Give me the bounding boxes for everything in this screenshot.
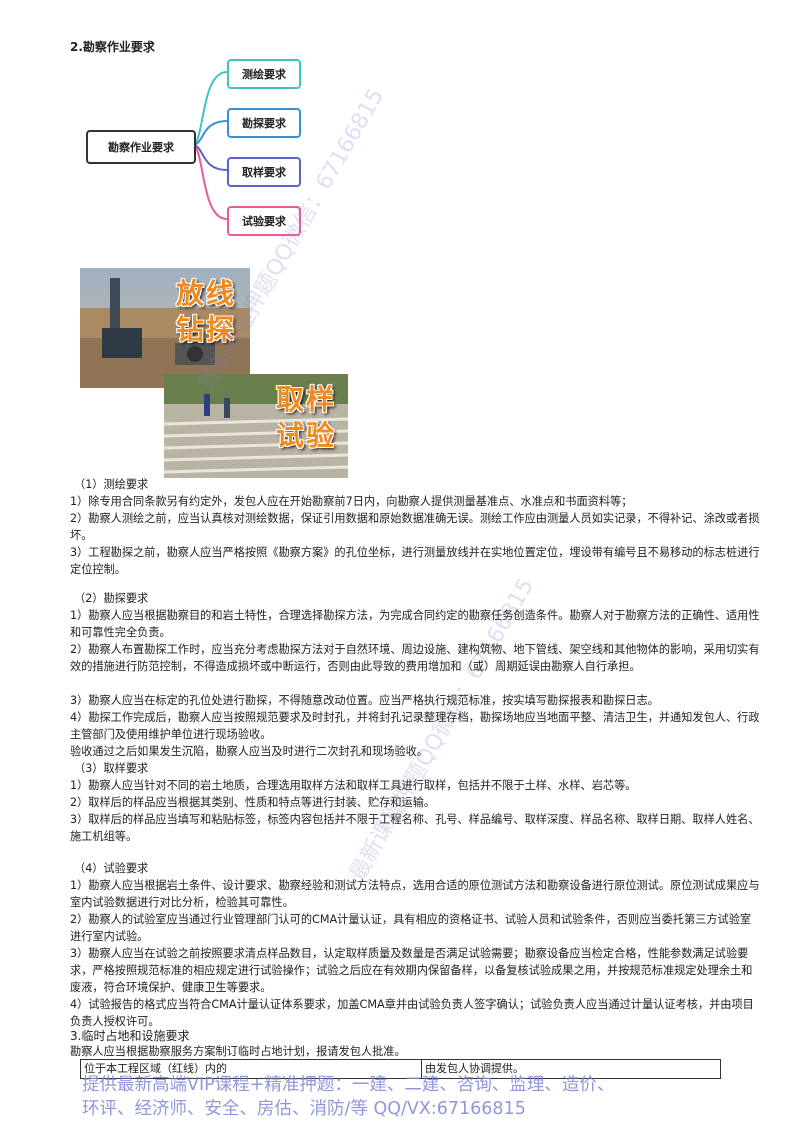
photo-drilling: 放线 钻探 (80, 268, 250, 388)
photo-drilling-text-2: 钻探 (176, 313, 237, 346)
mindmap-node-explore: 勘探要求 (227, 108, 301, 138)
photo-sampling-text-2: 试验 (276, 419, 337, 452)
survey-item-2: 2）勘察人测绘之前，应当认真核对测绘数据，保证引用数据和原始数据准确无误。测绘工… (70, 512, 760, 542)
photo-drilling-text-1: 放线 (176, 277, 237, 310)
footer-line-2: 环评、经济师、安全、房估、消防/等 QQ/VX:67166815 (82, 1099, 526, 1119)
photo-drilling-image (80, 268, 250, 388)
testing-title: （4）试验要求 (74, 862, 149, 875)
land-table-right-cell: 由发包人协调提供。 (421, 1059, 721, 1079)
testing-item-1: 1）勘察人应当根据岩土条件、设计要求、勘察经验和测试方法特点，选用合适的原位测试… (70, 879, 760, 909)
photo-sampling: 取样 试验 (164, 374, 348, 478)
section2-title: 2.勘察作业要求 (70, 40, 155, 54)
testing-item-4: 4）试验报告的格式应当符合CMA计量认证体系要求，加盖CMA章并由试验负责人签字… (70, 998, 754, 1028)
connector-test (191, 144, 228, 220)
footer-line-1: 提供最新高端VIP课程+精准押题：一建、二建、咨询、监理、造价、 (82, 1075, 615, 1095)
photo-sampling-text-1: 取样 (276, 383, 337, 416)
exploration-title: （2）勘探要求 (74, 592, 149, 605)
section3-title: 3.临时占地和设施要求 (70, 1029, 190, 1043)
photo-sampling-image (164, 374, 348, 478)
survey-item-1: 1）除专用合同条款另有约定外，发包人应在开始勘察前7日内，向勘察人提供测量基准点… (70, 495, 633, 508)
testing-item-2: 2）勘察人的试验室应当通过行业管理部门认可的CMA计量认证，具有相应的资格证书、… (70, 913, 752, 943)
sampling-item-1: 1）勘察人应当针对不同的岩土地质，合理选用取样方法和取样工具进行取样，包括并不限… (70, 779, 637, 792)
exploration-item-2: 2）勘察人布置勘探工作时，应当充分考虑勘探方法对于自然环境、周边设施、建构筑物、… (70, 643, 760, 673)
mindmap-node-sample: 取样要求 (227, 157, 301, 187)
sampling-title: （3）取样要求 (74, 762, 149, 775)
sampling-item-3: 3）取样后的样品应当填写和粘贴标签，标签内容包括并不限于工程名称、孔号、样品编号… (70, 813, 760, 843)
exploration-item-5: 验收通过之后如果发生沉陷，勘察人应当及时进行二次封孔和现场验收。 (70, 745, 429, 758)
mindmap-node-test: 试验要求 (227, 206, 301, 236)
testing-item-3: 3）勘察人应当在试验之前按照要求清点样品数目，认定取样质量及数量是否满足试验需要… (70, 947, 753, 994)
sampling-item-2: 2）取样后的样品应当根据其类别、性质和特点等进行封装、贮存和运输。 (70, 796, 436, 809)
exploration-item-3: 3）勘察人应当在标定的孔位处进行勘探，不得随意改动位置。应当严格执行规范标准，按… (70, 694, 659, 707)
section3-intro: 勘察人应当根据勘察服务方案制订临时占地计划，报请发包人批准。 (70, 1045, 406, 1058)
exploration-item-1: 1）勘察人应当根据勘察目的和岩土特性，合理选择勘探方法，为完成合同约定的勘察任务… (70, 609, 760, 639)
survey-item-3: 3）工程勘探之前，勘察人应当严格按照《勘察方案》的孔位坐标，进行测量放线并在实地… (70, 546, 760, 576)
survey-title: （1）测绘要求 (74, 478, 149, 491)
mindmap-node-survey: 测绘要求 (227, 59, 301, 89)
connector-survey (191, 71, 228, 146)
exploration-item-4: 4）勘探工作完成后，勘察人应当按照规范要求及时封孔，并将封孔记录整理存档，勘探场… (70, 711, 760, 741)
mindmap-root: 勘察作业要求 (86, 130, 196, 164)
